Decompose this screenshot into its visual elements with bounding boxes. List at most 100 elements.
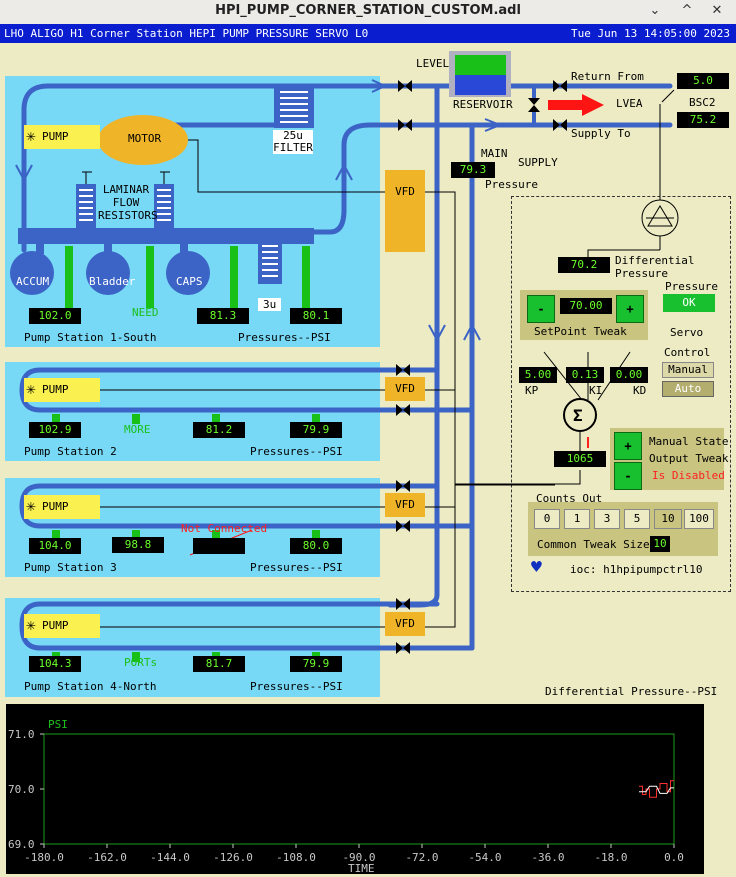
tweak-0-button[interactable]: 0 <box>534 509 560 529</box>
station3-vfd[interactable]: VFD <box>385 493 425 517</box>
kd-label: KD <box>633 384 647 397</box>
not-connected-label: Not Connected <box>181 522 268 535</box>
station2-name: Pump Station 2 <box>24 445 117 458</box>
manual-decrement-button[interactable]: - <box>614 462 642 490</box>
ports-label: PORTs <box>124 656 158 669</box>
x-tick-label: -90.0 <box>342 851 375 864</box>
manual-increment-button[interactable]: + <box>614 432 642 460</box>
station4-readout-2: 81.7 <box>193 656 245 672</box>
tweak-1-button[interactable]: 1 <box>564 509 590 529</box>
differential-pressure-label: Differential Pressure <box>615 254 695 280</box>
reservoir-label: RESERVOIR <box>453 98 513 111</box>
station3-readout-3: 80.0 <box>290 538 342 554</box>
heartbeat-heart-icon: ♥ <box>531 557 542 578</box>
setpoint-increment-button[interactable]: + <box>616 295 644 323</box>
fan-icon: ✳ <box>26 379 36 398</box>
differential-pressure-readout: 70.2 <box>558 257 610 273</box>
timestamp: Tue Jun 13 14:05:00 2023 <box>571 27 730 40</box>
accum-label: ACCUM <box>16 275 50 288</box>
disabled-label: Is Disabled <box>652 469 725 482</box>
ioc-label: ioc: h1hpipumpctrl10 <box>570 563 703 576</box>
maximize-button[interactable]: ^ <box>681 3 693 18</box>
chart-title: Differential Pressure--PSI <box>545 685 718 698</box>
x-tick-label: -126.0 <box>213 851 253 864</box>
station4-name: Pump Station 4-North <box>24 680 157 693</box>
y-tick-label: 70.0 <box>8 783 35 796</box>
series-line-1 <box>639 785 674 794</box>
x-tick-label: -18.0 <box>594 851 627 864</box>
main-supply-readout: 79.3 <box>451 162 495 178</box>
station1-pressures: Pressures--PSI <box>238 331 331 344</box>
common-tweak-label: Common Tweak Size <box>537 538 650 551</box>
pressure-label: Pressure <box>485 178 538 191</box>
station4-vfd[interactable]: VFD <box>385 612 425 636</box>
plot-frame <box>43 733 675 845</box>
main-label: MAIN <box>481 147 508 160</box>
station2-vfd[interactable]: VFD <box>385 377 425 401</box>
motor-label: MOTOR <box>128 132 162 145</box>
station4-pump[interactable]: ✳PUMP <box>24 614 100 638</box>
fan-icon: ✳ <box>26 126 36 145</box>
station2-readout-1: 102.9 <box>29 422 81 438</box>
tweak-10-button[interactable]: 10 <box>654 509 682 529</box>
tweak-100-button[interactable]: 100 <box>684 509 714 529</box>
station4-readout-3: 79.9 <box>290 656 342 672</box>
setpoint-label: SetPoint Tweak <box>534 325 627 338</box>
station1-readout-2: 81.3 <box>197 308 249 324</box>
more-label: MORE <box>124 423 151 436</box>
y-axis-label: PSI <box>48 718 68 731</box>
setpoint-readout: 70.00 <box>560 298 612 314</box>
servo-label: Servo <box>670 326 704 339</box>
tweak-5-button[interactable]: 5 <box>624 509 650 529</box>
level-label: LEVEL <box>416 57 450 70</box>
x-tick-label: -144.0 <box>150 851 190 864</box>
ki-readout: 0.13 <box>566 367 604 383</box>
window-titlebar: HPI_PUMP_CORNER_STATION_CUSTOM.adl ⌄ ^ ✕ <box>0 0 736 25</box>
station1-vfd[interactable]: VFD <box>385 170 425 252</box>
sigma-icon: Σ <box>573 406 583 425</box>
return-pipe <box>21 83 673 253</box>
station3-pump[interactable]: ✳PUMP <box>24 495 100 519</box>
header-bar: LHO ALIGO H1 Corner Station HEPI PUMP PR… <box>0 24 736 43</box>
output-tweak-label: Output Tweak <box>649 452 729 465</box>
lvea-label: LVEA <box>616 97 643 110</box>
fan-icon: ✳ <box>26 496 36 515</box>
supply-to-label: Supply To <box>571 127 631 140</box>
station1-readout-1: 102.0 <box>29 308 81 324</box>
x-tick-label: -72.0 <box>405 851 438 864</box>
pressure-ok-indicator: OK <box>663 294 715 312</box>
station1-name: Pump Station 1-South <box>24 331 157 344</box>
kp-readout: 5.00 <box>519 367 557 383</box>
bsc2-label: BSC2 <box>689 96 716 109</box>
station3-readout-2: 98.8 <box>112 537 164 553</box>
station3-pressures: Pressures--PSI <box>250 561 343 574</box>
y-tick-label: 69.0 <box>8 838 35 851</box>
station3-readout-1: 104.0 <box>29 538 81 554</box>
station1-readout-3: 80.1 <box>290 308 342 324</box>
control-label: Control <box>664 346 711 359</box>
kp-label: KP <box>525 384 539 397</box>
y-tick-label: 71.0 <box>8 728 35 741</box>
fan-icon: ✳ <box>26 615 36 634</box>
minimize-button[interactable]: ⌄ <box>649 3 661 18</box>
setpoint-decrement-button[interactable]: - <box>527 295 555 323</box>
window-title: HPI_PUMP_CORNER_STATION_CUSTOM.adl <box>215 3 521 18</box>
tweak-3-button[interactable]: 3 <box>594 509 620 529</box>
return-pressure-readout: 5.0 <box>677 73 729 89</box>
auto-button[interactable]: Auto <box>662 381 714 397</box>
close-button[interactable]: ✕ <box>711 3 723 18</box>
station1-pump[interactable]: ✳PUMP <box>24 125 100 149</box>
station2-pressures: Pressures--PSI <box>250 445 343 458</box>
manual-button[interactable]: Manual <box>662 362 714 378</box>
supply-pressure-readout: 75.2 <box>677 112 729 128</box>
output-counts-readout: 1065 <box>554 451 606 467</box>
pressure-status-label: Pressure <box>665 280 718 293</box>
chart-svg: PSITIME-180.0-162.0-144.0-126.0-108.0-90… <box>8 718 684 875</box>
station2-pump[interactable]: ✳PUMP <box>24 378 100 402</box>
station4-pressures: Pressures--PSI <box>250 680 343 693</box>
bladder-label: Bladder <box>89 275 136 288</box>
caps-label: CAPS <box>176 275 203 288</box>
ki-label: KI <box>589 384 603 397</box>
laminar-label: LAMINAR FLOW RESISTORS <box>98 183 158 222</box>
